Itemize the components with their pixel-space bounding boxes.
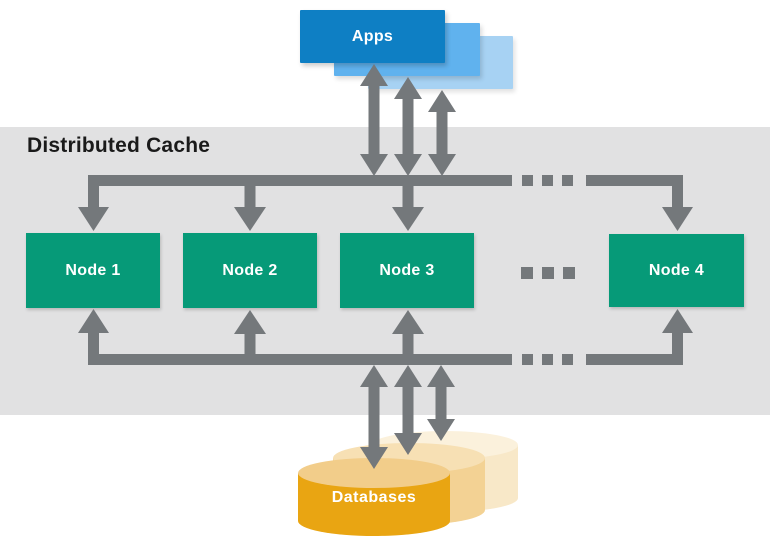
node-label-1: Node 1	[65, 261, 121, 279]
apps-cache-arrow-2	[394, 77, 422, 176]
top-line-ellipsis-dot	[562, 175, 573, 186]
cache-distribution-connector	[78, 175, 693, 231]
apps-cache-arrow-1	[360, 64, 388, 176]
node-label-4: Node 4	[648, 261, 705, 279]
bottom-line-ellipsis-dot	[522, 354, 533, 365]
bottom-line-ellipsis-dot	[542, 354, 553, 365]
cache-database-arrow-2	[394, 365, 422, 455]
cache-database-arrow-3	[427, 365, 455, 441]
apps-label: Apps	[351, 27, 394, 45]
databases-label: Databases	[331, 489, 417, 506]
cache-collect-connector	[78, 309, 693, 365]
cache-database-arrow-1	[360, 365, 388, 469]
nodes-ellipsis-dots	[521, 267, 575, 279]
top-line-ellipsis-dot	[522, 175, 533, 186]
apps-cache-arrow-3	[428, 90, 456, 176]
distributed-cache-title: Distributed Cache	[27, 134, 211, 157]
database-cylinder-front-top	[298, 458, 450, 488]
node-box-3: Node 3	[340, 233, 474, 308]
node-box-4: Node 4	[609, 234, 744, 307]
bottom-line-ellipsis-dot	[562, 354, 573, 365]
node-box-1: Node 1	[26, 233, 160, 308]
apps-card-front: Apps	[300, 10, 445, 63]
database-cylinder-front	[298, 473, 450, 536]
node-label-2: Node 2	[222, 261, 278, 279]
top-line-ellipsis-dot	[542, 175, 553, 186]
node-label-3: Node 3	[379, 261, 435, 279]
node-box-2: Node 2	[183, 233, 317, 308]
